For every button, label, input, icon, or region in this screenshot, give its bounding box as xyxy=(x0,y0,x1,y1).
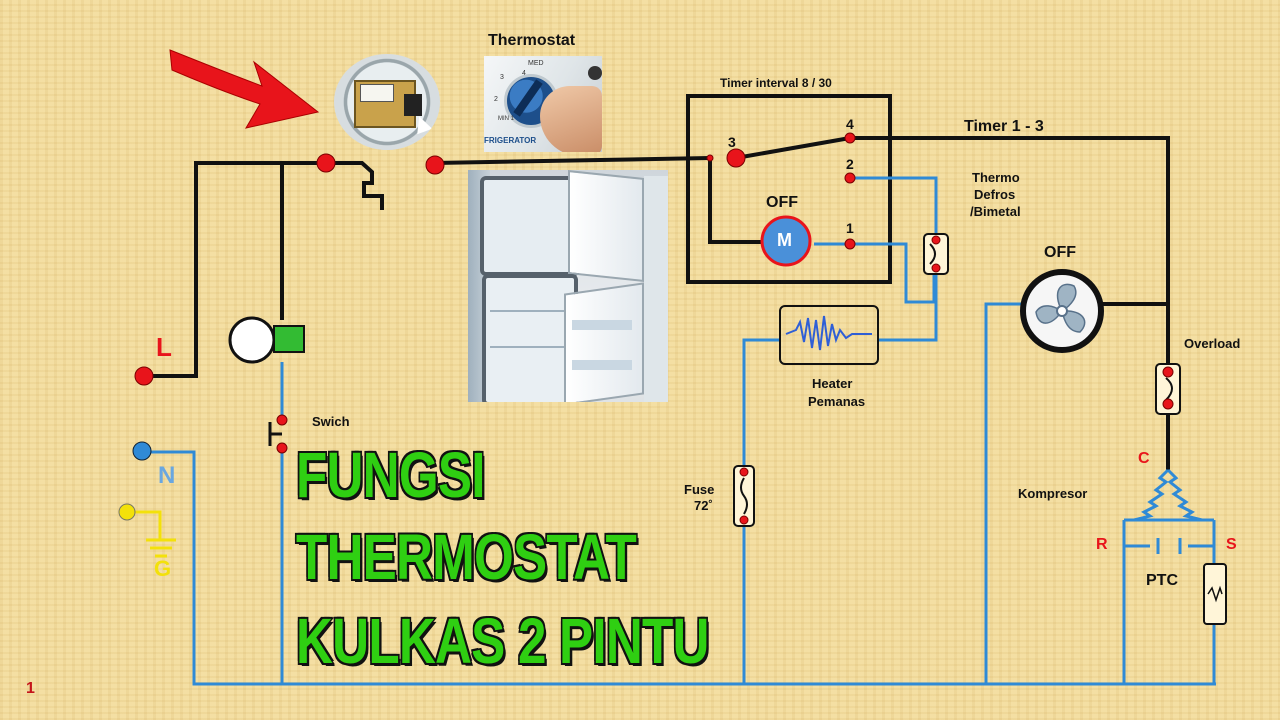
line-l-label: L xyxy=(156,332,172,362)
line-g-label: G xyxy=(154,556,172,581)
line-n-label: N xyxy=(158,462,176,489)
timer-pin4-wire xyxy=(850,136,1170,372)
thermostat-contact xyxy=(326,161,384,210)
lamp-icon xyxy=(228,316,276,364)
fan-off-label: OFF xyxy=(1044,244,1076,261)
timer-1-3-label: Timer 1 - 3 xyxy=(964,118,1044,135)
dial-brand-text: FRIGERATOR xyxy=(484,136,537,145)
fuse-label-2: 72˚ xyxy=(694,498,713,513)
ground-symbol xyxy=(128,510,176,558)
live-wire-left xyxy=(144,161,326,378)
refrigerator-photo xyxy=(468,170,668,402)
fan-neutral-wire xyxy=(984,302,1022,684)
thermo-defrost-label-1: Thermo xyxy=(972,170,1020,185)
lamp-socket-icon xyxy=(273,325,305,353)
title-line-3: KULKAS 2 PINTU xyxy=(295,604,711,679)
heater-label-1: Heater xyxy=(812,376,853,391)
kompresor-label: Kompresor xyxy=(1018,486,1088,501)
ptc-label: PTC xyxy=(1146,572,1178,589)
neutral-wires xyxy=(144,176,1216,686)
timer-switch-arm xyxy=(735,136,851,160)
terminal-timer-3 xyxy=(726,148,746,168)
dial-mark-min: MIN 1 xyxy=(498,116,515,122)
page-number: 1 xyxy=(26,680,35,697)
dial-mark-4: 4 xyxy=(522,70,526,77)
terminal-n xyxy=(132,441,152,461)
live-wire-to-timer xyxy=(434,156,711,165)
dial-mark-med: MED xyxy=(528,60,544,67)
pin-3-label: 3 xyxy=(728,134,736,150)
terminal-r-label: R xyxy=(1096,536,1108,553)
fan-blades-icon xyxy=(1035,283,1086,333)
fridge-door xyxy=(564,282,644,402)
timer-box xyxy=(686,94,892,284)
thermostat-label: Thermostat xyxy=(488,32,576,49)
terminal-l xyxy=(134,366,154,386)
motor-to-defrost-wire xyxy=(814,242,936,304)
timer-motor-feed xyxy=(708,158,766,244)
heater-coil-icon xyxy=(785,315,872,351)
freezer-compartment xyxy=(480,176,580,276)
pin2-to-defrost-wire xyxy=(850,176,938,234)
title-line-2: THERMOSTAT xyxy=(295,520,638,595)
terminal-g xyxy=(118,503,136,521)
terminal-dots xyxy=(134,132,1174,525)
dial-mark-3: 3 xyxy=(500,74,504,81)
terminal-s-label: S xyxy=(1226,536,1237,553)
terminal-thermostat-out xyxy=(425,155,445,175)
dial-mark-2: 2 xyxy=(494,96,498,103)
overload-label: Overload xyxy=(1184,336,1241,351)
thermostat-part-photo xyxy=(334,54,440,150)
timer-motor-icon xyxy=(760,215,812,267)
terminal-thermostat-in xyxy=(316,153,336,173)
pin-1-label: 1 xyxy=(846,220,854,236)
thermo-defrost-label-3: /Bimetal xyxy=(970,204,1021,219)
neutral-wire-bottom xyxy=(144,450,1216,686)
compressor-coil-icon xyxy=(1124,468,1214,522)
defrost-to-heater-wire xyxy=(878,272,938,342)
motor-label: M xyxy=(777,230,792,250)
thermo-defrost-label-2: Defros xyxy=(974,187,1016,202)
ptc-icon xyxy=(1203,563,1227,625)
door-switch-icon xyxy=(268,422,282,446)
pin-2-label: 2 xyxy=(846,156,854,172)
terminal-timer-1 xyxy=(844,238,856,250)
fuse-label-1: Fuse xyxy=(684,482,715,497)
freezer-door xyxy=(568,170,644,282)
thermostat-dial-photo: MED 4 3 2 MIN 1 FRIGERATOR xyxy=(484,56,602,152)
live-wires xyxy=(144,136,1170,470)
terminal-c-label: C xyxy=(1138,450,1150,467)
overload-icon xyxy=(1155,363,1181,415)
switch-label: Swich xyxy=(312,414,350,429)
red-arrow-icon xyxy=(169,49,320,129)
terminal-timer-2 xyxy=(844,172,856,184)
timer-interval-label: Timer interval 8 / 30 xyxy=(720,76,832,90)
hand xyxy=(540,86,602,152)
heater-label-2: Pemanas xyxy=(808,394,866,409)
pin-4-label: 4 xyxy=(846,116,854,132)
terminal-timer-4 xyxy=(844,132,856,144)
timer-off-label: OFF xyxy=(766,194,798,211)
title-line-1: FUNGSI xyxy=(295,438,487,513)
heater-box xyxy=(779,305,879,365)
heater-to-fuse-wire xyxy=(742,338,780,466)
capacitor-plates xyxy=(1156,538,1182,554)
